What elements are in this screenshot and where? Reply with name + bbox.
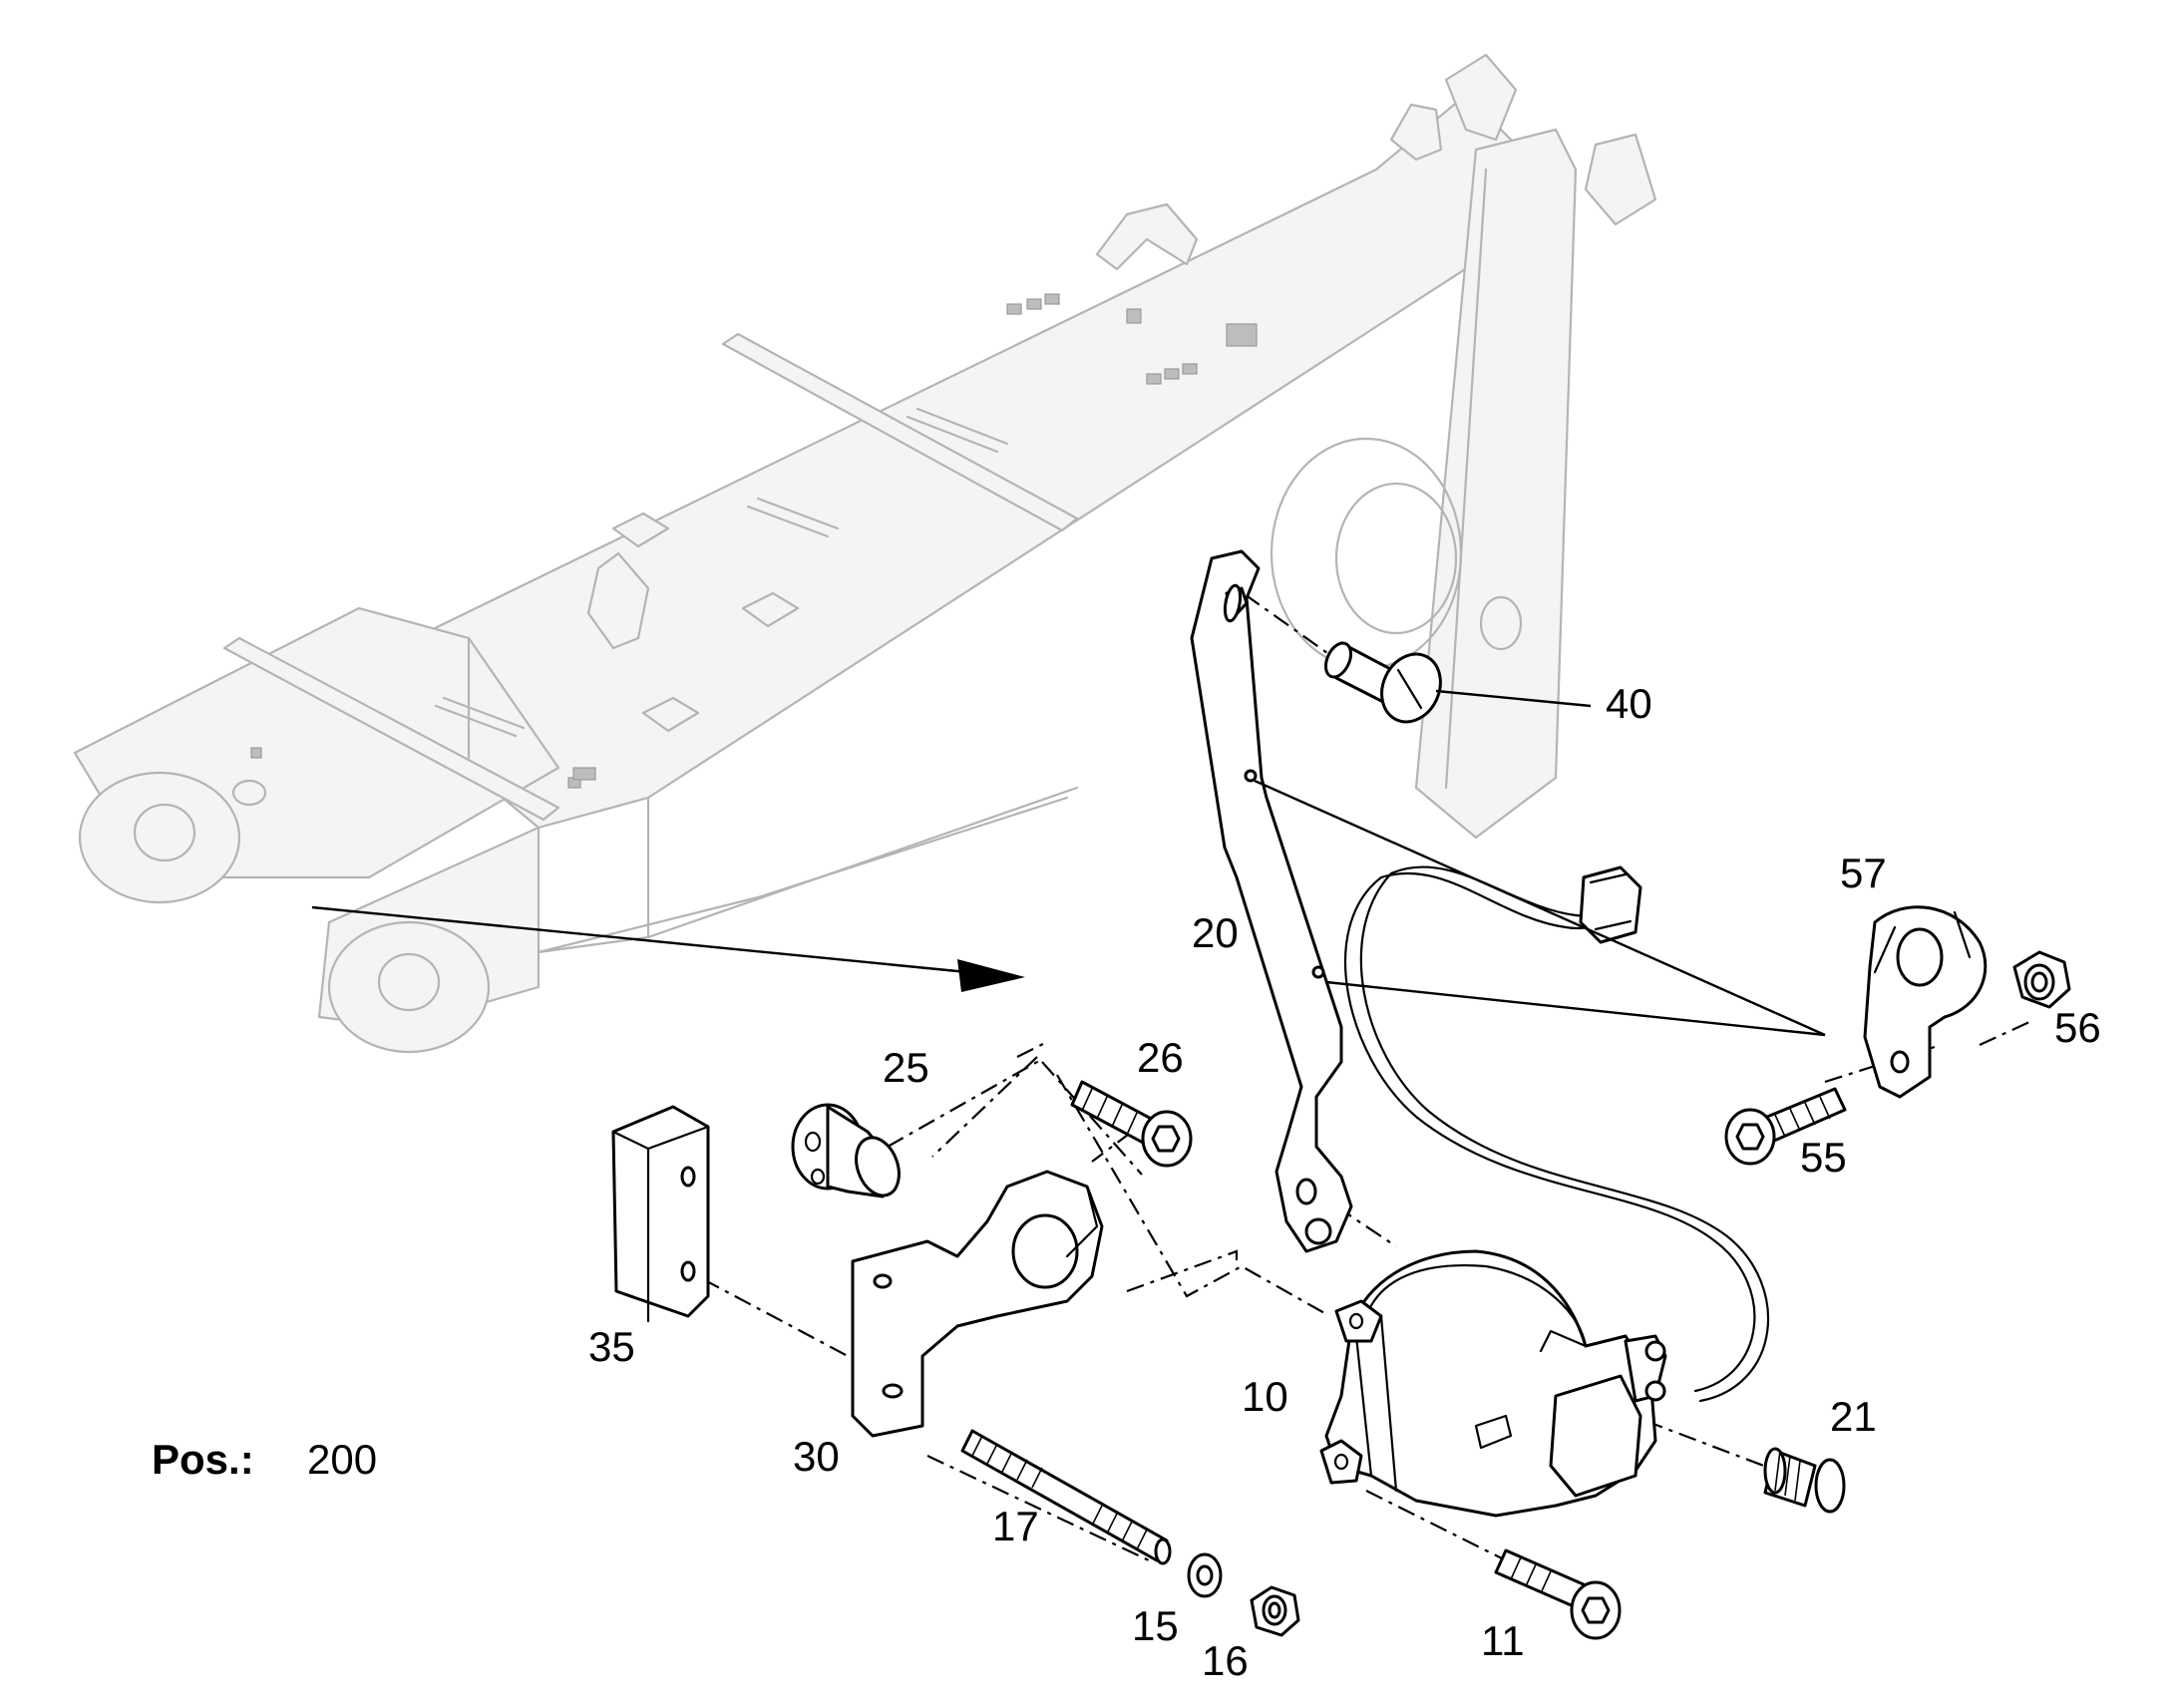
callout-35: 35: [588, 1323, 635, 1370]
callout-26: 26: [1137, 1034, 1184, 1081]
position-indicator: Pos.: 200: [152, 1436, 377, 1483]
threaded-stud-part: [960, 1429, 1172, 1565]
callout-labels: 40 20 57 56 55 25 26 35 30 10 21 17 15 1…: [588, 680, 2101, 1684]
callout-17: 17: [992, 1503, 1039, 1549]
position-label: Pos.:: [152, 1436, 254, 1483]
callout-56: 56: [2054, 1004, 2101, 1051]
callout-10: 10: [1242, 1373, 1288, 1420]
sensor-cable: [1343, 865, 1770, 1403]
screw-55-part: [1724, 1087, 1847, 1166]
callout-40: 40: [1606, 680, 1652, 727]
pin-part: [1323, 641, 1592, 724]
callout-11: 11: [1481, 1617, 1525, 1664]
callout-57: 57: [1840, 850, 1887, 896]
screw-26-part: [1070, 1080, 1193, 1168]
callout-15: 15: [1132, 1602, 1179, 1649]
callout-21: 21: [1830, 1393, 1877, 1440]
sensor-part: [1319, 1249, 1667, 1518]
cable-clamp-part: [1863, 905, 1988, 1099]
callout-30: 30: [793, 1433, 840, 1480]
nut-16-part: [1250, 1585, 1300, 1637]
clamp-leader-lines: [1254, 779, 1826, 1037]
mounting-plate-part: [851, 1170, 1104, 1438]
bushing-part: [791, 1103, 901, 1198]
position-value: 200: [307, 1436, 377, 1483]
screw-11-part: [1494, 1548, 1622, 1640]
view-direction-arrow: [311, 905, 1025, 992]
washer-part: [1187, 1552, 1223, 1598]
bracket-arm-part: [1190, 549, 1353, 1253]
callout-16: 16: [1202, 1637, 1249, 1684]
nut-56-part: [2012, 950, 2071, 1009]
screw-21-part: [1763, 1447, 1846, 1514]
callout-20: 20: [1192, 909, 1239, 956]
callout-25: 25: [883, 1044, 929, 1091]
assembly-lines: [702, 593, 2030, 1606]
spacer-block-part: [611, 1105, 710, 1323]
loader-frame-ghost: [73, 53, 1657, 1054]
callout-55: 55: [1800, 1134, 1847, 1181]
